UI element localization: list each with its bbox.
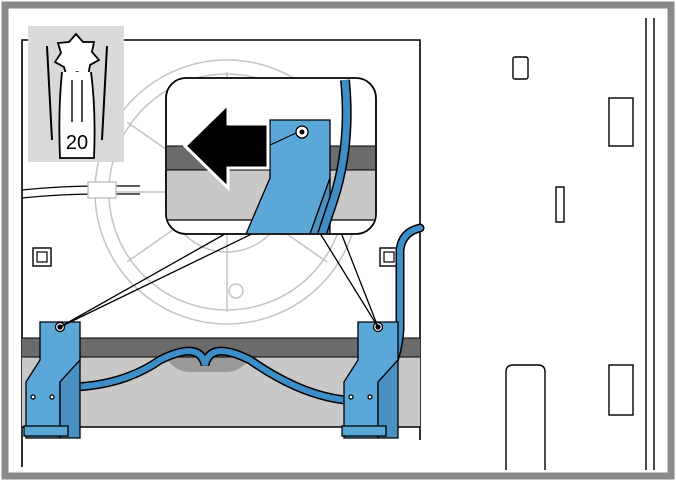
- appliance-side-panel: [505, 18, 655, 470]
- panel-slot-bottom: [608, 364, 634, 416]
- bracket-left: [23, 321, 81, 439]
- panel-slot-top: [608, 97, 634, 147]
- clip-right: [379, 247, 399, 267]
- panel-slot-mid: [555, 186, 565, 223]
- torx-screwdriver-icon: 20: [28, 26, 124, 162]
- drain-hose: [25, 223, 425, 405]
- panel-foot: [505, 364, 546, 470]
- bracket-right: [341, 321, 399, 439]
- torx-size-label: 20: [66, 132, 88, 154]
- callout-pointers: [59, 229, 379, 328]
- panel-clip: [512, 56, 529, 80]
- clip-left: [32, 247, 52, 267]
- zoom-callout: [165, 77, 377, 235]
- arrow-left-icon: [182, 100, 270, 192]
- power-cable: [21, 181, 140, 199]
